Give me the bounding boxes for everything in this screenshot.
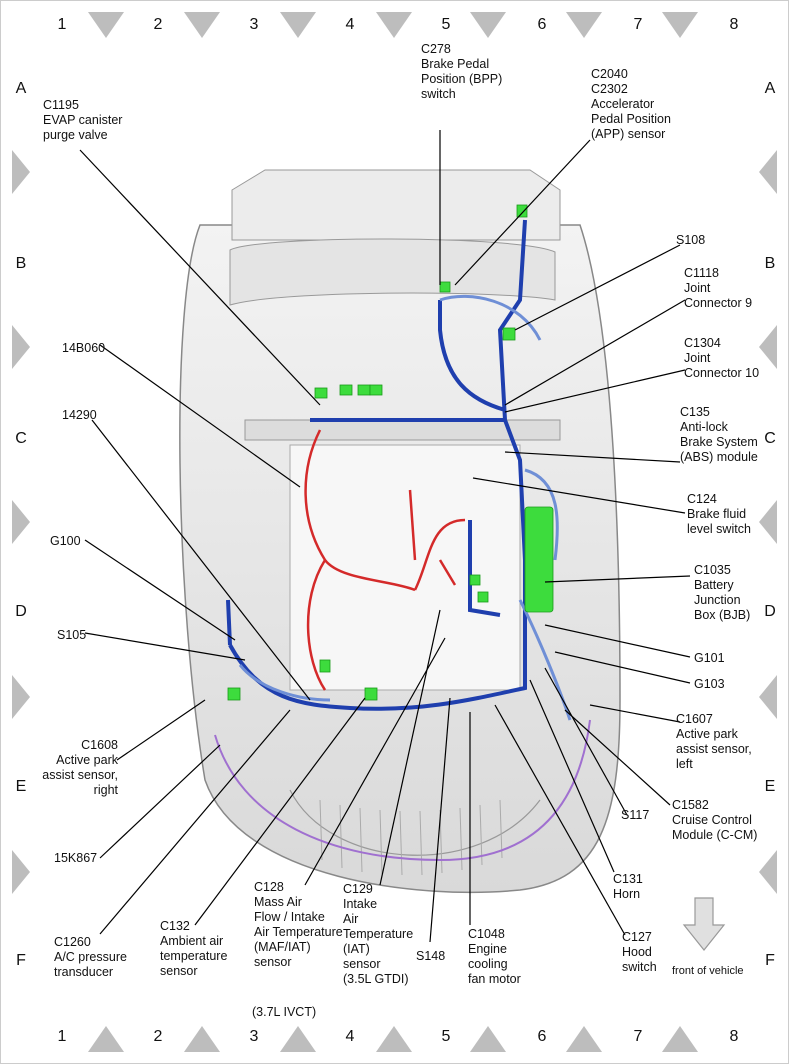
label-c1608-park-sensor-right: C1608 Active park assist sensor, right [42,738,118,797]
label-14290: 14290 [62,408,97,422]
label-c1035-bjb: C1035 Battery Junction Box (BJB) [694,563,751,622]
grid-row-e-right: E [764,778,776,795]
grid-row-d: D [15,603,27,620]
grid-row-c-right: C [764,430,776,447]
label-c1607-park-sensor-left: C1607 Active park assist sensor, left [676,712,752,771]
grid-row-f: F [16,952,26,969]
grid-col-2: 2 [153,16,163,33]
grid-frame-markers [12,12,777,1052]
grid-col-7: 7 [633,16,643,33]
grid-col-8-bottom: 8 [729,1028,739,1045]
label-g103: G103 [694,677,725,691]
label-g100: G100 [50,534,81,548]
label-c124-brake-fluid-switch: C124 Brake fluid level switch [687,492,751,536]
label-c1304-joint-connector: C1304 Joint Connector 10 [684,336,760,380]
grid-col-1-bottom: 1 [57,1028,67,1045]
bumper-harness [214,719,591,862]
grid-col-6: 6 [537,16,547,33]
label-c128-engine-note: (3.7L IVCT) [252,1005,317,1019]
label-c128-maf-iat-sensor: C128 Mass Air Flow / Intake Air Temperat… [254,880,343,969]
main-harness [226,219,527,711]
label-c129-iat-sensor: C129 Intake Air Temperature (IAT) sensor… [343,882,414,986]
grid-row-a: A [15,80,27,97]
label-c1195-evap-valve: C1195 EVAP canister purge valve [43,98,123,142]
grid-col-5: 5 [441,16,451,33]
grid-row-b: B [15,255,27,272]
label-c131-horn: C131 Horn [613,872,643,901]
grid-col-3: 3 [249,16,259,33]
label-c2040-app-sensor: C2040 C2302 Accelerator Pedal Position (… [591,67,671,141]
grid-row-f-right: F [765,952,775,969]
grid-col-3-bottom: 3 [249,1028,259,1045]
connector-markers [227,204,554,701]
label-c1048-cooling-fan: C1048 Engine cooling fan motor [468,927,521,986]
grid-row-c: C [15,430,27,447]
grid-col-2-bottom: 2 [153,1028,163,1045]
label-c1118-joint-connector: C1118 Joint Connector 9 [684,266,753,310]
vehicle-front-body [179,169,621,894]
grid-row-e: E [15,778,27,795]
front-arrow-icon [682,897,726,951]
grid-col-4: 4 [345,16,355,33]
grid-col-1: 1 [57,16,67,33]
grid-row-a-right: A [764,80,776,97]
label-c135-abs-module: C135 Anti-lock Brake System (ABS) module [680,405,758,464]
secondary-harness [238,294,572,721]
label-s148: S148 [416,949,446,963]
grid-row-d-right: D [764,603,776,620]
label-c1260-ac-pressure: C1260 A/C pressure transducer [54,935,127,979]
grid-col-4-bottom: 4 [345,1028,355,1045]
grid-col-5-bottom: 5 [441,1028,451,1045]
label-14b060: 14B060 [62,341,106,355]
grid-col-8: 8 [729,16,739,33]
label-c1582-cruise-control: C1582 Cruise Control Module (C-CM) [672,798,758,842]
label-c132-ambient-air-sensor: C132 Ambient air temperature sensor [160,919,228,978]
label-g101: G101 [694,651,725,665]
label-s117: S117 [621,808,650,822]
label-c127-hood-switch: C127 Hood switch [622,930,657,974]
label-c278-bpp-switch: C278 Brake Pedal Position (BPP) switch [421,42,503,101]
label-s105: S105 [57,628,87,642]
grid-col-6-bottom: 6 [537,1028,547,1045]
label-front-of-vehicle: front of vehicle [672,965,744,977]
engine-harness [304,429,466,691]
leader-lines [79,130,691,943]
grid-row-b-right: B [764,255,776,272]
grid-col-7-bottom: 7 [633,1028,643,1045]
label-15k867: 15K867 [54,851,98,865]
label-s108: S108 [676,233,706,247]
